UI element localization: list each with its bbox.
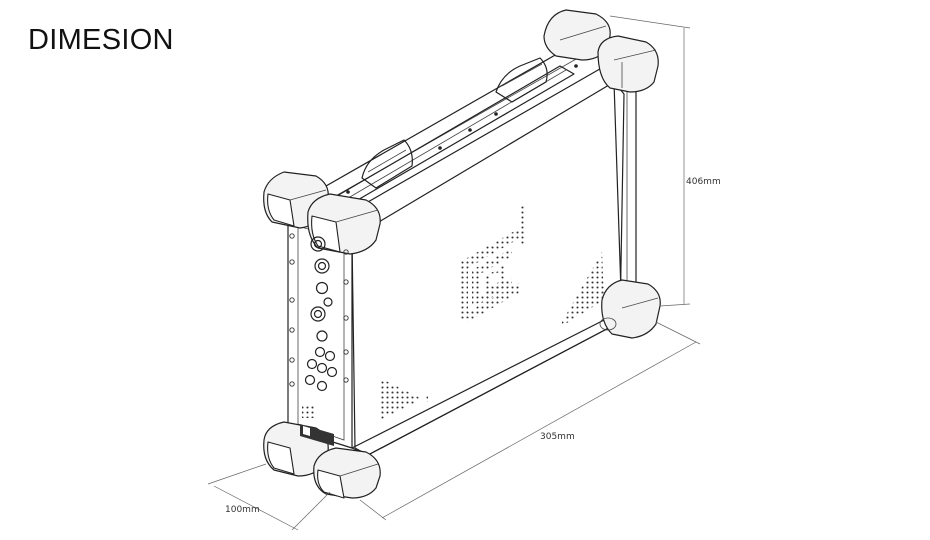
vent-grille-right [562,252,604,326]
width-dimension-label: 305mm [540,432,575,442]
vent-grille-left [380,378,428,420]
height-dimension-line [609,15,691,307]
bumper-bottom-front [313,447,381,499]
bumper-top-front [307,193,381,255]
depth-dimension-label: 100mm [225,505,260,515]
height-dimension-label: 406mm [686,177,721,187]
depth-dimension-line [207,463,331,531]
bumper-top-back-left [543,9,611,61]
side-logo [460,204,526,322]
bumper-bottom-back [599,279,661,339]
carry-handle [329,57,578,209]
width-dimension-line [359,321,701,521]
bumper-top-back-right [597,35,659,93]
page-title: DIMESION [28,24,174,56]
front-panel-connectors [289,233,349,446]
